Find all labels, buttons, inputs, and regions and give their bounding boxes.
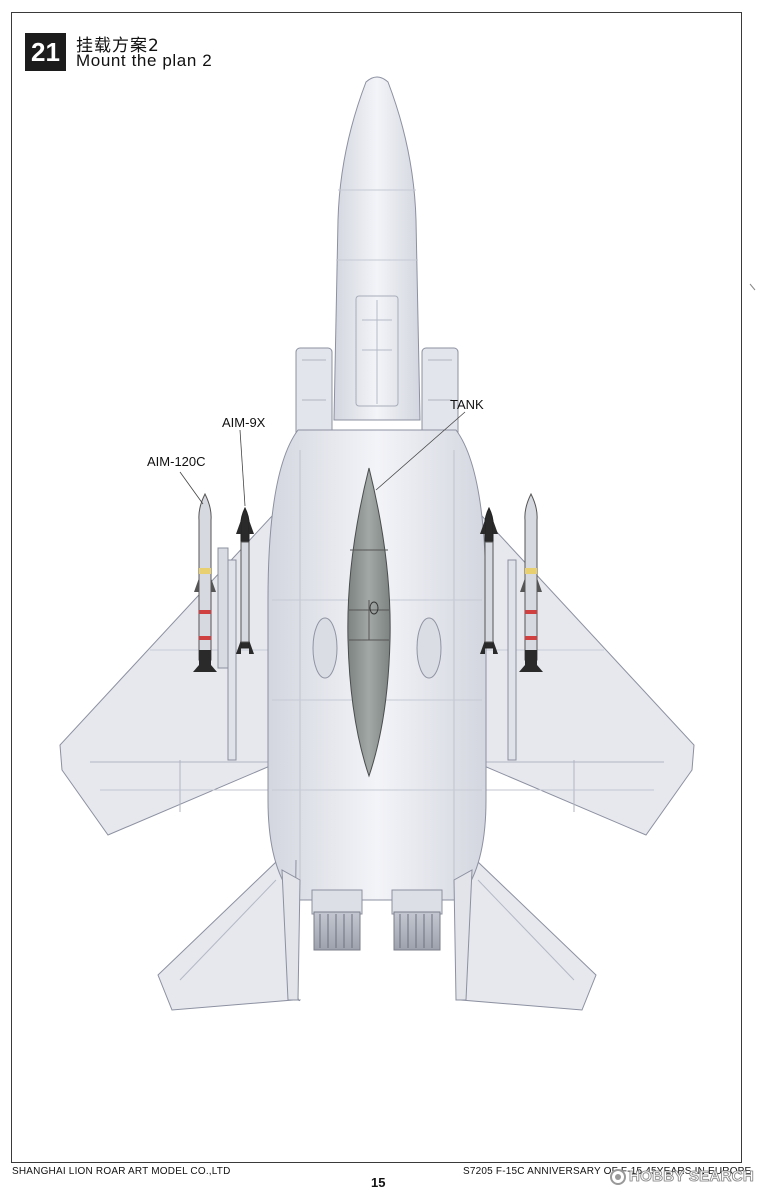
forward-fuselage <box>333 76 421 421</box>
tail-boom-left <box>281 869 301 1001</box>
hobby-search-watermark: HOBBY SEARCH <box>609 1168 755 1186</box>
aim120c-missile-left <box>193 492 217 672</box>
left-horizontal-stabilizer <box>157 861 301 1011</box>
callout-label-tank: TANK <box>450 397 484 412</box>
callout-label-aim120c: AIM-120C <box>147 454 206 469</box>
callout-leader-aim120c <box>179 471 204 505</box>
watermark-text: HOBBY SEARCH <box>628 1168 755 1186</box>
left-gear-well <box>312 617 338 679</box>
step-title-english: Mount the plan 2 <box>76 51 213 70</box>
step-number-badge: 21 <box>25 33 66 71</box>
callout-leader-tank <box>375 411 466 491</box>
hobby-search-logo-icon <box>609 1168 626 1185</box>
right-wing <box>466 515 695 836</box>
aim9x-missile-left <box>236 506 254 654</box>
right-horizontal-stabilizer <box>453 861 597 1011</box>
left-wing <box>59 515 288 836</box>
aim9x-missile-right <box>480 506 498 654</box>
page-frame <box>11 12 742 1163</box>
footer-product-name: S7205 F-15C ANNIVERSARY OF F-15 45YEARS … <box>463 1166 752 1177</box>
right-gear-well <box>416 617 442 679</box>
left-pylons <box>217 547 237 761</box>
step-title-chinese: 挂载方案2 <box>76 36 160 56</box>
tail-boom-right <box>453 869 473 1001</box>
callout-leader-aim9x <box>239 429 246 507</box>
callout-label-aim9x: AIM-9X <box>222 415 266 430</box>
footer-page-number: 15 <box>371 1175 386 1190</box>
margin-mark <box>749 283 756 291</box>
footer-manufacturer: SHANGHAI LION ROAR ART MODEL CO.,LTD <box>12 1166 231 1177</box>
aim120c-missile-right <box>519 492 543 672</box>
centerline-tank <box>347 467 391 778</box>
engine-tail-right <box>391 889 443 951</box>
